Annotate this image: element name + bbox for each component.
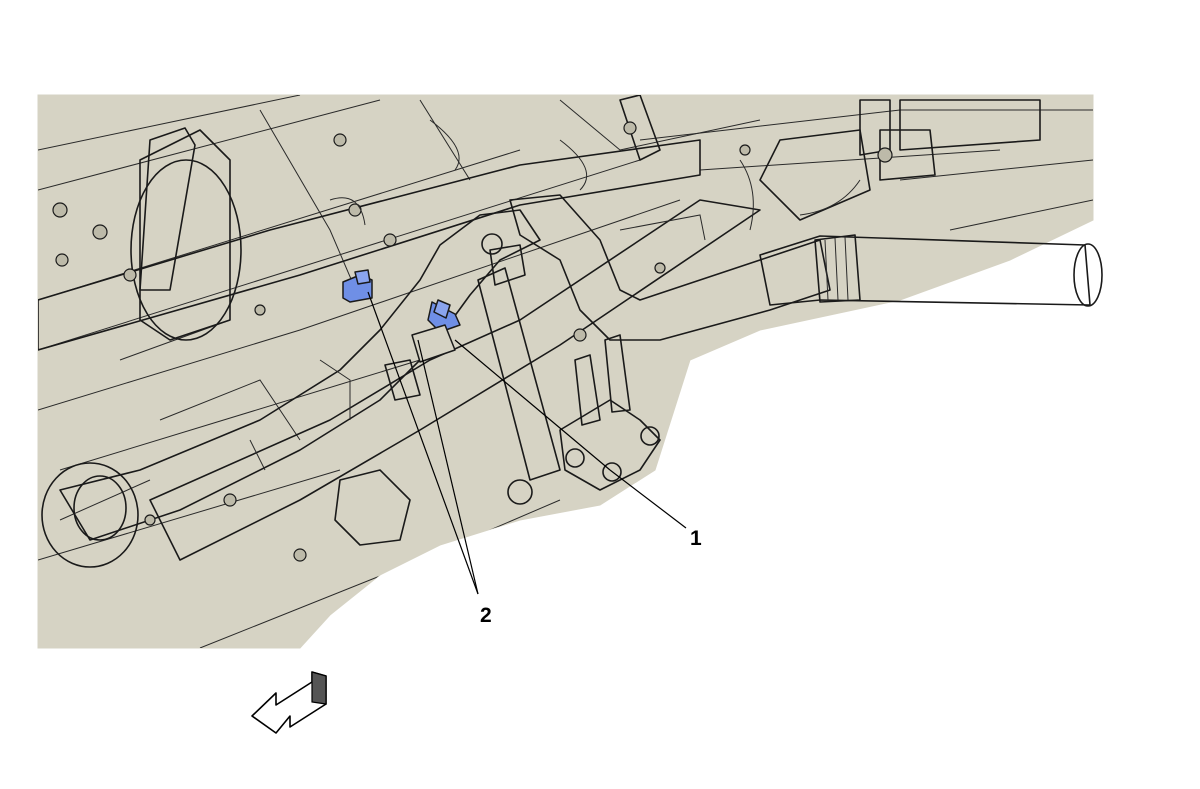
callout-label-2: 2 [480, 604, 492, 627]
tail-pipe-clamp [814, 234, 861, 303]
tail-pipe-end [1073, 243, 1103, 307]
underbody-structure [38, 95, 1093, 648]
highlighted-sensor-part-lower [411, 299, 461, 363]
front-direction-arrow-icon [251, 671, 327, 734]
assembly-background-panel [37, 94, 1094, 649]
leader-lines [367, 291, 687, 595]
highlighted-sensor-part-upper [342, 269, 373, 303]
callout-label-1: 1 [690, 527, 702, 550]
